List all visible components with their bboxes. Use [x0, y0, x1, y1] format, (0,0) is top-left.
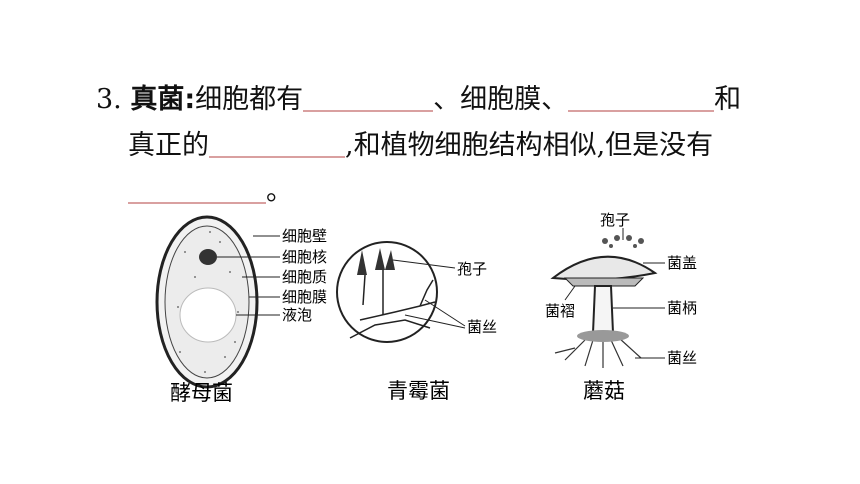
label-stalk: 菌柄 [667, 299, 697, 317]
yeast-figure: 细胞壁 细胞核 细胞质 细胞膜 液泡 酵母菌 [155, 215, 327, 405]
answer-blank-4[interactable] [128, 176, 266, 204]
question-text: 细胞都有 [195, 84, 304, 115]
label-gills: 菌褶 [545, 302, 575, 320]
yeast-vacuole [179, 287, 237, 343]
caption-penicillium: 青霉菌 [387, 379, 450, 403]
label-cytoplasm: 细胞质 [282, 268, 327, 286]
answer-blank-2[interactable] [568, 84, 715, 112]
question-text: 和 [714, 84, 742, 115]
label-cell-wall: 细胞壁 [282, 227, 327, 245]
label-vacuole: 液泡 [282, 306, 312, 324]
yeast-nucleus [199, 249, 217, 265]
answer-blank-3[interactable] [209, 130, 345, 158]
mushroom-cap [550, 255, 658, 281]
mushroom-spores [602, 235, 644, 248]
caption-mushroom: 蘑菇 [583, 379, 625, 403]
mushroom-leader-lines [564, 262, 665, 359]
penicillium-figure: 孢子 菌丝 青霉菌 [336, 241, 497, 403]
mushroom-base [577, 330, 629, 342]
question-title: 真菌 [130, 84, 185, 115]
caption-yeast: 酵母菌 [170, 381, 233, 405]
label-hyphae: 菌丝 [467, 318, 497, 336]
question-text: ,和植物细胞结构相似,但是没有 [345, 130, 714, 161]
label-nucleus: 细胞核 [282, 248, 327, 266]
penicillium-leader-lines [392, 259, 466, 329]
penicillium-hyphae [349, 270, 436, 339]
answer-blank-1[interactable] [303, 84, 434, 112]
mushroom-mycelium [554, 337, 642, 368]
mushroom-figure: 孢子 菌盖 菌褶 菌柄 菌丝 蘑菇 [545, 211, 697, 403]
question-line-1: 3. 真菌:细胞都有 、细胞膜、 和 [96, 82, 741, 118]
question-text: 真正的 [128, 130, 209, 161]
penicillium-spores [357, 248, 395, 275]
penicillium-magnified-view [336, 241, 438, 343]
mushroom-gills [563, 277, 645, 287]
mushroom-stalk [591, 285, 615, 334]
label-cap: 菌盖 [667, 254, 697, 272]
question-line-2: 真正的 ,和植物细胞结构相似,但是没有 [128, 128, 713, 164]
title-colon: : [184, 84, 196, 115]
question-text: 、细胞膜、 [433, 84, 569, 115]
label-spore: 孢子 [457, 260, 487, 278]
question-text: 。 [266, 176, 293, 207]
label-cell-membrane: 细胞膜 [282, 288, 327, 306]
yeast-leader-lines [217, 235, 280, 316]
question-line-3: 。 [128, 174, 293, 210]
label-mycelium: 菌丝 [667, 349, 697, 367]
label-spore: 孢子 [600, 211, 630, 229]
question-number: 3. [96, 84, 122, 115]
